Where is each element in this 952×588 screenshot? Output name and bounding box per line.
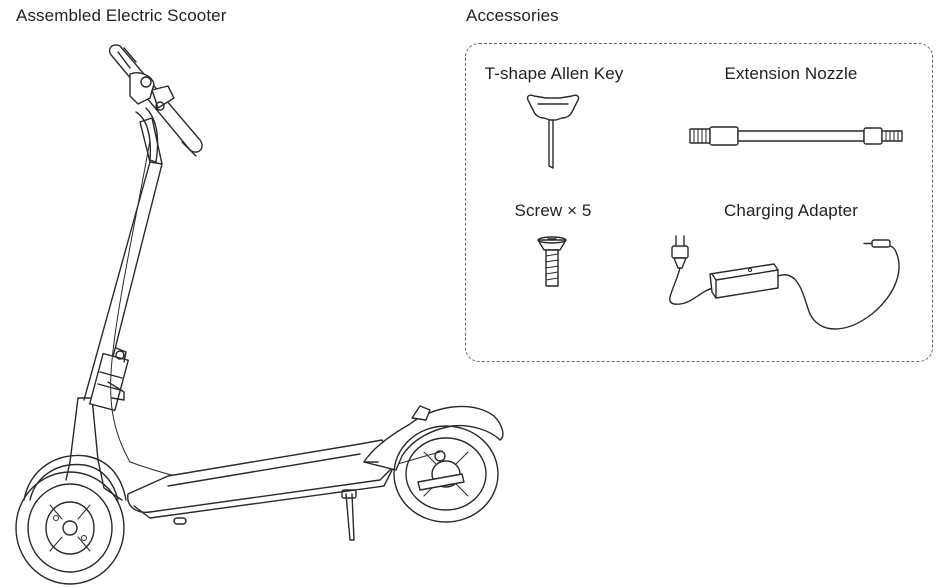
front-wheel: [15, 471, 125, 585]
deck: [127, 439, 395, 525]
extension-nozzle-label: Extension Nozzle: [724, 64, 858, 83]
handlebar: [108, 44, 203, 163]
rear-wheel: [393, 425, 499, 523]
screw-label: Screw × 5: [514, 201, 592, 220]
steering-stem: [83, 117, 163, 412]
scooter-title: Assembled Electric Scooter: [16, 6, 227, 25]
accessories-box: [465, 43, 933, 362]
charging-adapter-label: Charging Adapter: [724, 201, 858, 220]
front-fender: [23, 454, 127, 501]
allen-key-label: T-shape Allen Key: [484, 64, 624, 83]
kickstand: [341, 489, 357, 541]
accessories-title: Accessories: [466, 6, 559, 25]
